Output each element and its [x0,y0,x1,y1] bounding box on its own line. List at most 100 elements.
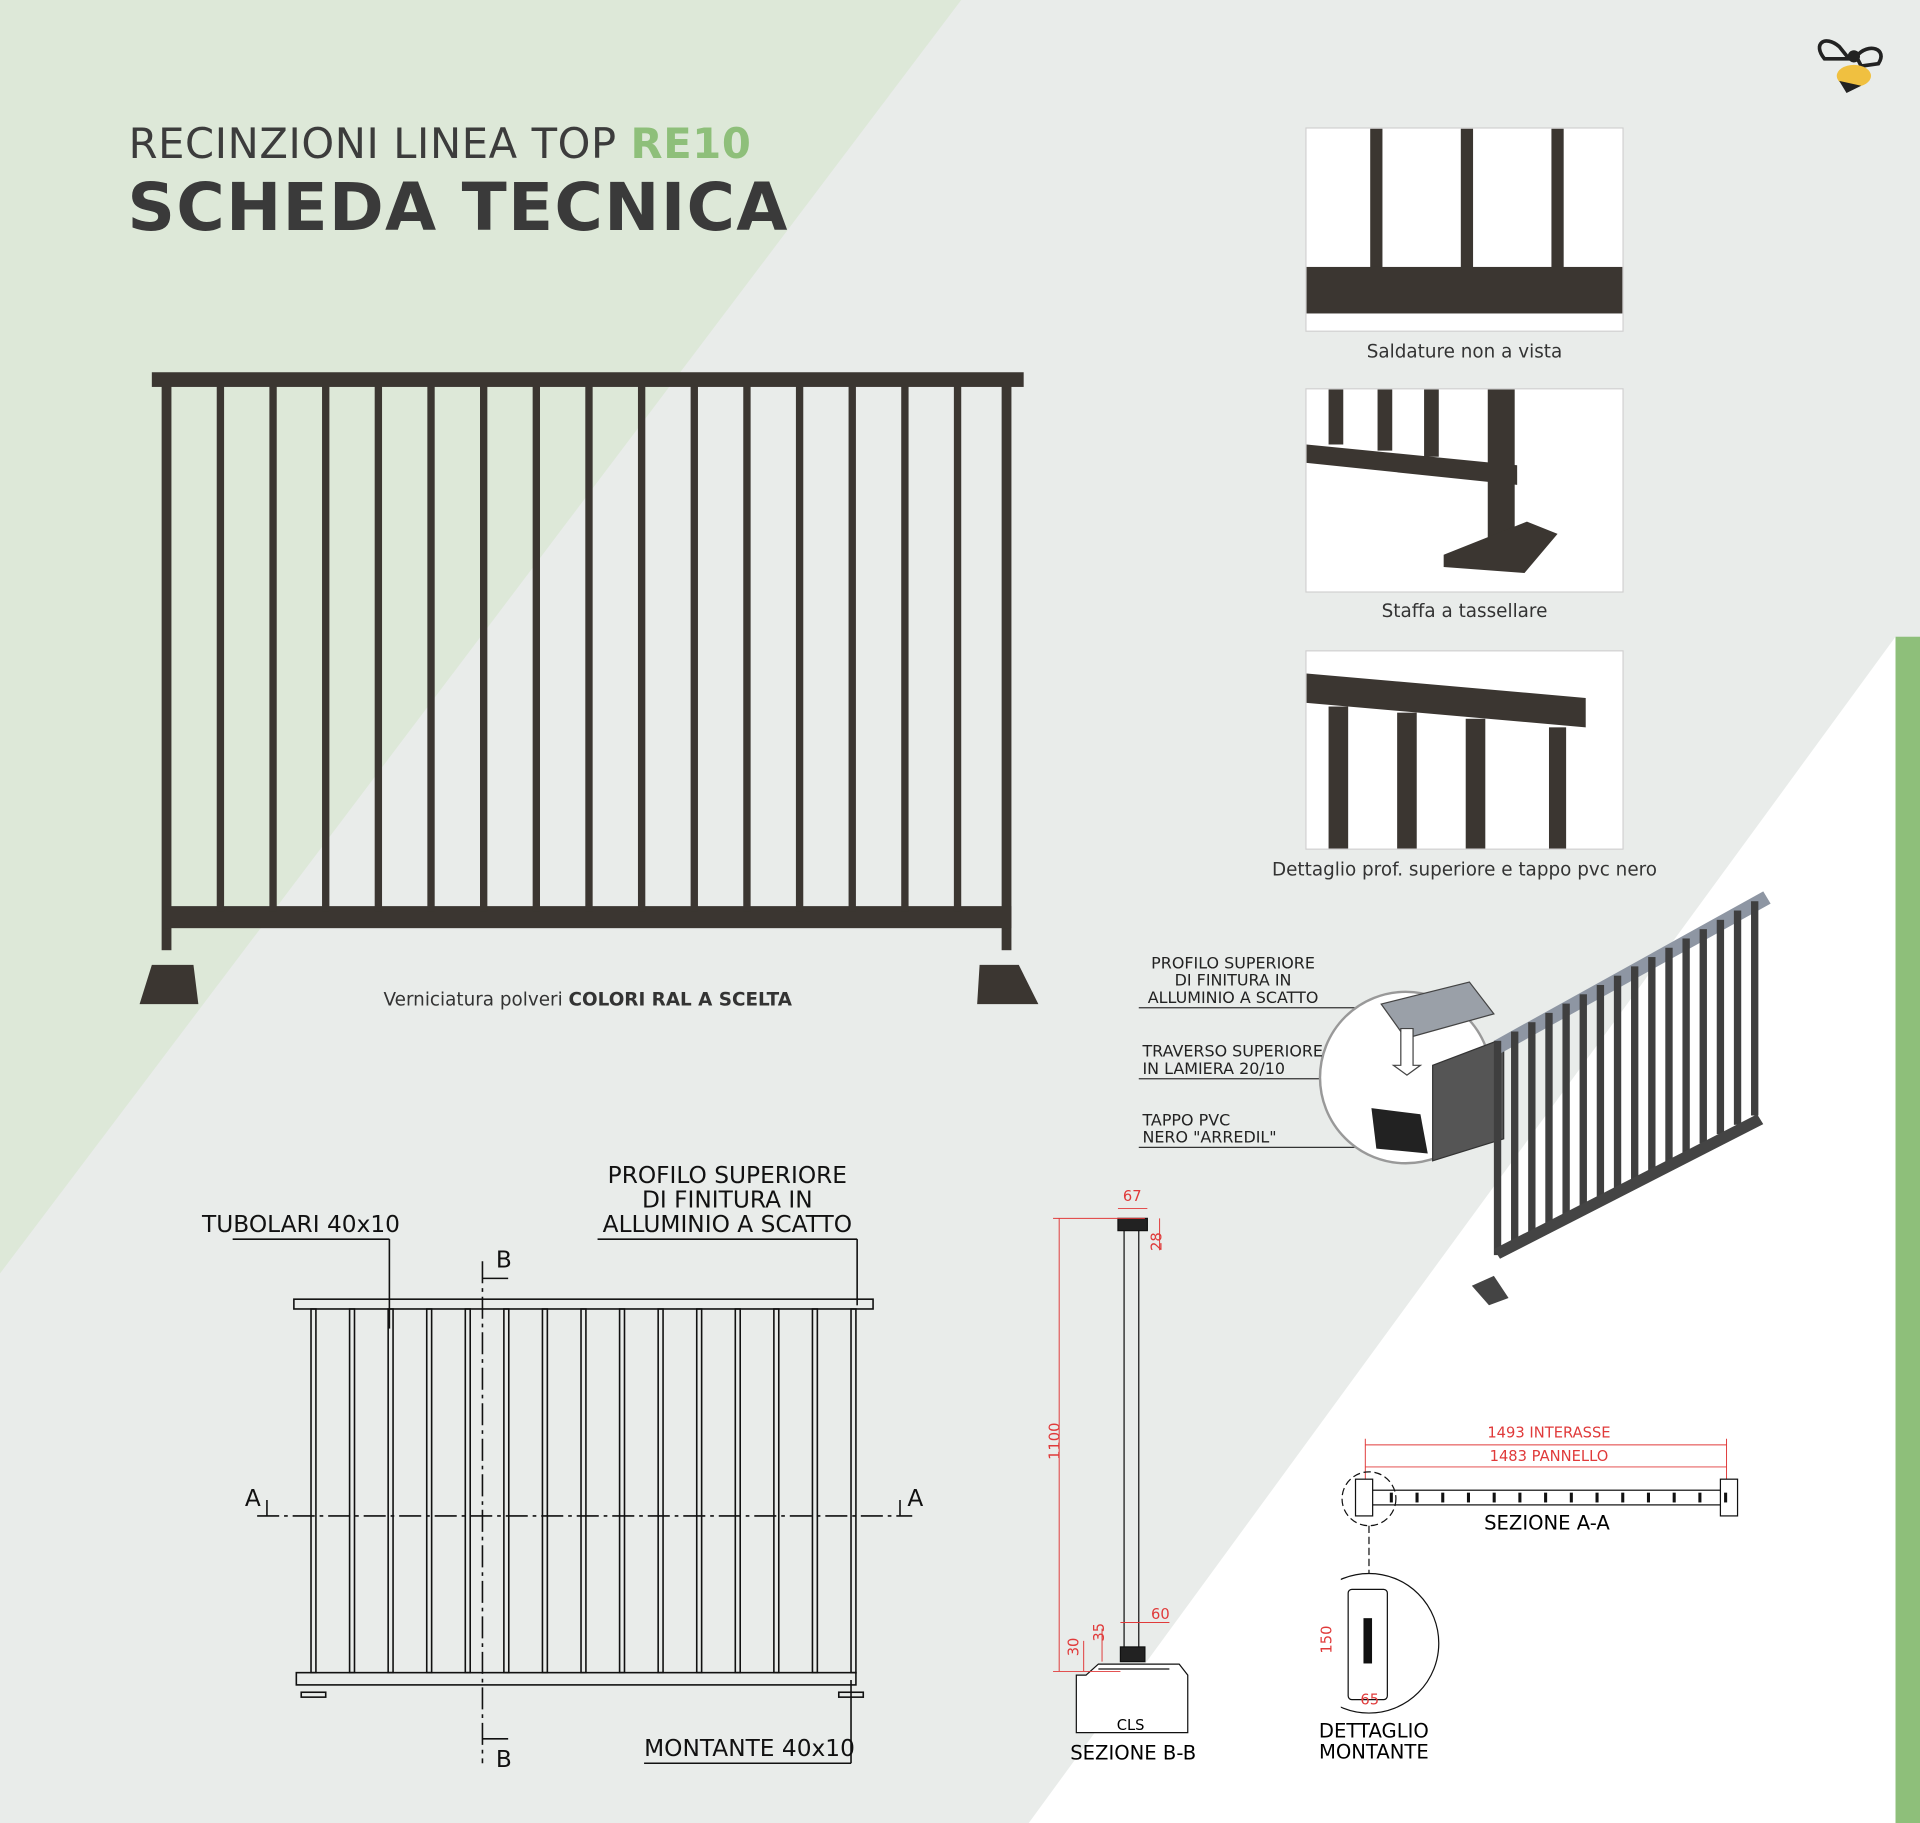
section-bar [1492,1492,1496,1503]
callout-line: DI FINITURA IN [1174,972,1292,991]
drawing-bar [464,1308,472,1674]
section-aa-title: SEZIONE A-A [1484,1511,1610,1535]
section-bar [1441,1492,1445,1503]
fence-bar [690,384,698,912]
section-bar [1646,1492,1651,1503]
dim-top-height: 28 [1148,1232,1166,1251]
callout-profilo: PROFILO SUPERIORE DI FINITURA IN ALLUMIN… [1141,956,1325,1007]
dim-montante-height: 150 [1318,1625,1336,1654]
title-line: DETTAGLIO [1318,1719,1429,1743]
iso-bar [1596,984,1605,1200]
detail-caption: Dettaglio prof. superiore e tappo pvc ne… [1271,858,1658,881]
callout-line: IN LAMIERA 20/10 [1142,1060,1285,1079]
callout-line: ALLUMINIO A SCATTO [1147,989,1319,1008]
drawing-bar [811,1308,819,1674]
fence-bar [322,384,330,912]
fence-bar [848,384,856,912]
section-bar [1595,1492,1599,1503]
iso-bar [1648,957,1656,1172]
drawing-bar [387,1308,394,1674]
dim-top-width: 67 [1122,1187,1142,1205]
subtitle-text: RECINZIONI LINEA TOP [128,120,631,169]
section-bb-title: SEZIONE B-B [1070,1741,1197,1765]
fence-bar [637,384,646,912]
detail-photo-top-profile [1305,650,1624,850]
iso-bar [1511,1031,1519,1246]
section-bar [1672,1492,1676,1503]
fence-photo [139,372,1039,1005]
dim-pannello: 1483 PANNELLO [1489,1447,1609,1465]
drawing-bar [580,1308,587,1674]
fence-bar [374,384,383,912]
section-b-marker: B [495,1746,512,1774]
drawing-bar [734,1308,742,1674]
section-bar [1621,1492,1625,1503]
fence-bar [901,384,909,912]
section-bb-drawing [1053,1208,1189,1734]
section-bar [1544,1492,1548,1503]
dim-base-width: 60 [1151,1605,1170,1623]
label-montante: MONTANTE 40x10 [644,1735,855,1763]
iso-bar [1579,994,1587,1209]
drawing-bar [850,1308,857,1674]
main-photo-caption: Verniciatura polveri COLORI RAL A SCELTA [282,988,894,1010]
drawing-bar [348,1308,356,1674]
subtitle: RECINZIONI LINEA TOP RE10 [129,120,752,169]
base-label: CLS [1116,1716,1145,1734]
detail-photo-bracket [1305,388,1624,593]
callout-traverso: TRAVERSO SUPERIORE IN LAMIERA 20/10 [1142,1044,1323,1078]
fence-bar [427,384,435,912]
label-tubolari: TUBOLARI 40x10 [202,1211,400,1238]
dim-30: 30 [1064,1637,1083,1657]
section-aa-drawing [1340,1438,1739,1714]
fence-bar [269,384,277,912]
caption-bold: COLORI RAL A SCELTA [568,988,792,1011]
montante-detail-title: DETTAGLIO MONTANTE [1300,1720,1447,1762]
callout-tappo: TAPPO PVC NERO "ARREDIL" [1142,1111,1276,1147]
iso-bar [1733,910,1742,1125]
page-title: SCHEDA TECNICA [127,168,789,247]
section-a-marker: A [907,1485,924,1513]
section-b-marker: B [495,1246,512,1274]
bee-logo-icon [1817,39,1883,94]
iso-bar [1631,966,1639,1181]
iso-bar [1751,901,1759,1116]
fence-bar [953,384,962,912]
drawing-bar [773,1308,780,1674]
drawing-bar [425,1308,433,1674]
section-bar [1389,1492,1393,1503]
callout-line: TAPPO PVC [1142,1111,1231,1131]
drawing-bar [503,1308,510,1674]
section-bar [1698,1492,1702,1503]
drawing-bar [618,1308,626,1674]
iso-bar [1682,938,1690,1153]
section-bar [1415,1492,1419,1503]
section-bar [1518,1492,1522,1503]
detail-photo-welds [1305,127,1624,332]
callout-line: TRAVERSO SUPERIORE [1142,1043,1323,1062]
label-line: ALLUMINIO A SCATTO [602,1211,853,1238]
fence-bar [795,384,804,912]
section-bar [1569,1492,1573,1503]
label-line: PROFILO SUPERIORE [607,1162,848,1189]
iso-bar [1665,947,1673,1163]
label-profilo: PROFILO SUPERIORE DI FINITURA IN ALLUMIN… [598,1163,858,1236]
drawing-bar [657,1308,664,1674]
iso-bar [1545,1012,1553,1228]
section-a-marker: A [244,1485,261,1513]
dim-interasse: 1493 INTERASSE [1487,1424,1611,1442]
fence-bar [532,384,541,912]
fence-bar [585,384,593,912]
dim-height: 1100 [1046,1422,1064,1460]
fence-bar [216,384,225,912]
drawing-bar [310,1308,317,1674]
drawing-bar [541,1308,549,1674]
front-drawing [232,1238,913,1765]
detail-caption: Saldature non a vista [1366,340,1563,363]
title-line: MONTANTE [1318,1740,1429,1764]
fence-bar [743,384,751,912]
detail-caption: Staffa a tassellare [1381,600,1548,623]
drawing-bar [695,1308,703,1674]
section-bar [1724,1492,1728,1503]
callout-line: PROFILO SUPERIORE [1151,955,1315,974]
